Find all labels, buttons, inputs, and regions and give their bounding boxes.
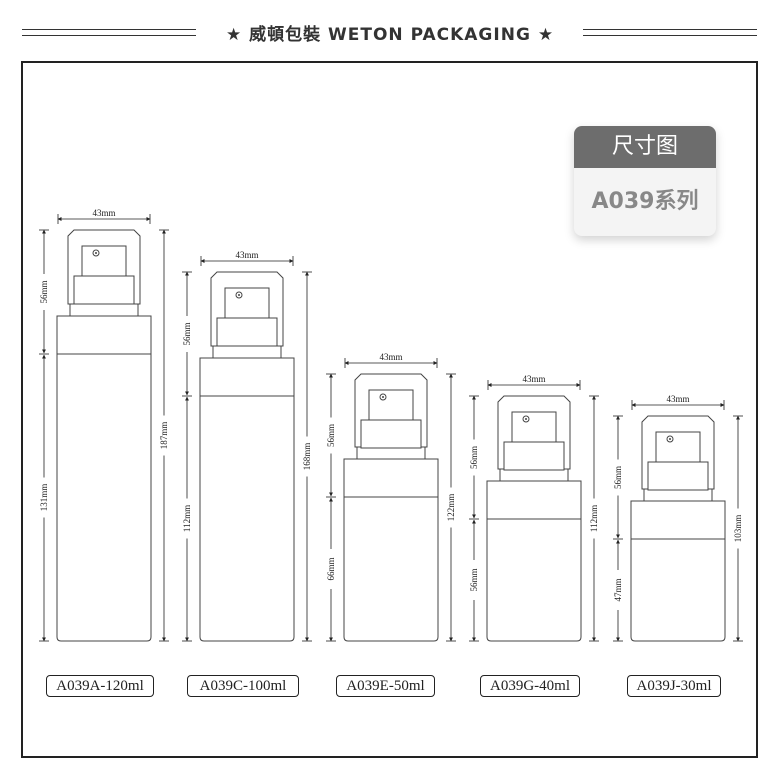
bottle-body bbox=[56, 315, 152, 642]
body-height-label: 66mm bbox=[326, 557, 336, 580]
label-bg bbox=[325, 549, 337, 589]
label-bg bbox=[612, 570, 624, 610]
width-label: 43mm bbox=[666, 394, 689, 404]
label-bg bbox=[158, 415, 170, 456]
pump-base bbox=[216, 317, 278, 347]
cap-height-label: 56mm bbox=[613, 466, 623, 489]
nozzle-dot bbox=[382, 396, 384, 398]
pump-collar bbox=[356, 446, 426, 460]
size-chart-badge: 尺寸图 A039系列 bbox=[574, 126, 716, 236]
label-bg bbox=[181, 316, 193, 352]
badge-series: A039系列 bbox=[591, 189, 699, 214]
page-header: ★ 威頓包裝 WETON PACKAGING ★ bbox=[0, 0, 780, 64]
bottle-body bbox=[343, 458, 439, 642]
header-rule-left bbox=[22, 29, 196, 30]
width-label: 43mm bbox=[92, 208, 115, 218]
nozzle-dot bbox=[669, 438, 671, 440]
nozzle-dot bbox=[238, 294, 240, 296]
header-rule-right-2 bbox=[583, 35, 757, 36]
label-bg bbox=[38, 274, 50, 310]
pump-collar bbox=[499, 468, 569, 482]
total-height-label: 103mm bbox=[733, 515, 743, 543]
width-label: 43mm bbox=[522, 374, 545, 384]
total-height-label: 187mm bbox=[159, 422, 169, 450]
total-height-label: 122mm bbox=[446, 494, 456, 522]
product-code-label: A039E-50ml bbox=[336, 675, 435, 697]
body-height-label: 47mm bbox=[613, 578, 623, 601]
label-bg bbox=[732, 508, 744, 549]
pump-collar bbox=[69, 303, 139, 317]
pump-base bbox=[360, 419, 422, 449]
label-bg bbox=[468, 439, 480, 476]
label-bg bbox=[588, 498, 600, 539]
cap-height-label: 56mm bbox=[182, 322, 192, 345]
cap-height-label: 56mm bbox=[469, 446, 479, 469]
bottle-body bbox=[199, 357, 295, 642]
product-code-label: A039C-100ml bbox=[187, 675, 299, 697]
label-bg bbox=[301, 436, 313, 477]
brand-title: ★ 威頓包裝 WETON PACKAGING ★ bbox=[225, 25, 555, 45]
nozzle-icon bbox=[92, 249, 100, 257]
label-bg bbox=[325, 417, 337, 454]
bottle-body bbox=[630, 500, 726, 642]
pump-actuator bbox=[655, 431, 701, 463]
pump-collar bbox=[643, 488, 713, 502]
cap-height-label: 56mm bbox=[39, 280, 49, 303]
total-height-label: 112mm bbox=[589, 505, 599, 532]
pump-actuator bbox=[224, 287, 270, 319]
body-height-label: 112mm bbox=[182, 505, 192, 532]
width-label: 43mm bbox=[379, 352, 402, 362]
product-code-label: A039A-120ml bbox=[46, 675, 154, 697]
total-height-label: 168mm bbox=[302, 443, 312, 471]
pump-base bbox=[73, 275, 135, 305]
nozzle-dot bbox=[95, 252, 97, 254]
bottle-body bbox=[486, 480, 582, 642]
body-height-label: 56mm bbox=[469, 568, 479, 591]
pump-actuator bbox=[368, 389, 414, 421]
cap-height-label: 56mm bbox=[326, 424, 336, 447]
label-bg bbox=[445, 487, 457, 528]
pump-base bbox=[647, 461, 709, 491]
drawing-frame bbox=[21, 61, 758, 758]
nozzle-icon bbox=[522, 415, 530, 423]
width-label: 43mm bbox=[235, 250, 258, 260]
label-bg bbox=[38, 477, 50, 518]
pump-actuator bbox=[81, 245, 127, 277]
product-code-label: A039J-30ml bbox=[627, 675, 721, 697]
pump-base bbox=[503, 441, 565, 471]
label-bg bbox=[468, 560, 480, 600]
nozzle-icon bbox=[666, 435, 674, 443]
pump-actuator bbox=[511, 411, 557, 443]
badge-title: 尺寸图 bbox=[574, 126, 716, 168]
product-code-label: A039G-40ml bbox=[480, 675, 580, 697]
label-bg bbox=[181, 498, 193, 539]
nozzle-dot bbox=[525, 418, 527, 420]
label-bg bbox=[612, 459, 624, 496]
header-rule-right bbox=[583, 29, 757, 30]
nozzle-icon bbox=[235, 291, 243, 299]
pump-collar bbox=[212, 345, 282, 359]
body-height-label: 131mm bbox=[39, 484, 49, 512]
nozzle-icon bbox=[379, 393, 387, 401]
header-rule-left-2 bbox=[22, 35, 196, 36]
